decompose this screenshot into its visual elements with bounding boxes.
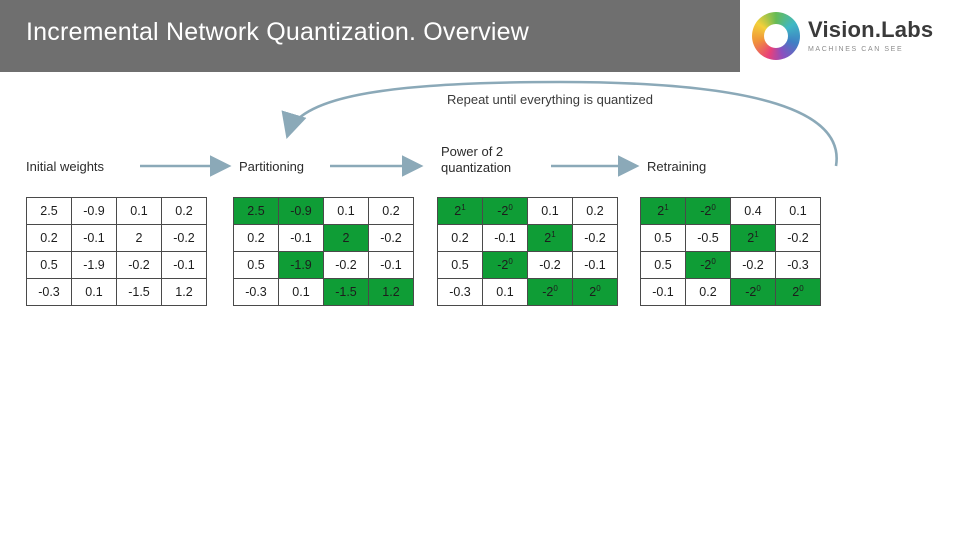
matrix-cell: 0.4: [730, 197, 776, 225]
matrix-cell: -0.1: [161, 251, 207, 279]
brand-logo: Vision.Labs MACHINES CAN SEE: [740, 0, 960, 72]
matrix-cell: 0.1: [116, 197, 162, 225]
loop-label: Repeat until everything is quantized: [447, 92, 653, 107]
matrix-cell: -1.5: [116, 278, 162, 306]
matrix-cell: -1.9: [71, 251, 117, 279]
matrix-cell: -0.1: [71, 224, 117, 252]
matrix-cell: -0.2: [572, 224, 618, 252]
matrix-cell: -0.1: [572, 251, 618, 279]
matrix-cell-highlighted: 1.2: [368, 278, 414, 306]
matrix-cell-highlighted: -1.9: [278, 251, 324, 279]
matrix-cell: 0.2: [233, 224, 279, 252]
matrix-cell-highlighted: 20: [572, 278, 618, 306]
matrix-cell: 0.2: [26, 224, 72, 252]
matrix-cell: -0.3: [775, 251, 821, 279]
matrix-cell-highlighted: 21: [527, 224, 573, 252]
matrix-cell: 0.5: [640, 251, 686, 279]
matrix-cell: 0.5: [640, 224, 686, 252]
matrix-cell: -0.3: [437, 278, 483, 306]
table-row: 0.5-1.9-0.2-0.1: [26, 251, 207, 279]
table-row: 0.5-20-0.2-0.1: [437, 251, 618, 279]
matrix-cell-highlighted: -1.5: [323, 278, 369, 306]
matrix-cell: -0.1: [278, 224, 324, 252]
matrix-cell: -0.2: [527, 251, 573, 279]
matrix-cell: 0.1: [482, 278, 528, 306]
matrix-cell-highlighted: 20: [775, 278, 821, 306]
matrix-cell: -0.1: [482, 224, 528, 252]
matrix-cell-highlighted: 2.5: [233, 197, 279, 225]
matrix-cell: -0.3: [26, 278, 72, 306]
step-label-retraining: Retraining: [647, 159, 707, 174]
matrix-cell: 0.2: [572, 197, 618, 225]
matrix-cell-highlighted: 21: [730, 224, 776, 252]
page-title: Incremental Network Quantization. Overvi…: [26, 18, 530, 46]
matrix-cell: 0.2: [368, 197, 414, 225]
matrix-cell: 0.2: [685, 278, 731, 306]
flow-arrows: [140, 80, 838, 177]
matrix-cell: -0.2: [323, 251, 369, 279]
matrix-cell-highlighted: -20: [482, 251, 528, 279]
matrix-cell: -0.2: [368, 224, 414, 252]
table-row: 0.5-1.9-0.2-0.1: [233, 251, 414, 279]
matrix-cell-highlighted: -20: [685, 197, 731, 225]
matrix-cell: 2.5: [26, 197, 72, 225]
matrix-cell-highlighted: -20: [527, 278, 573, 306]
step-label-partitioning: Partitioning: [239, 159, 305, 174]
step-label-initial-weights: Initial weights: [26, 159, 105, 174]
page-header: Incremental Network Quantization. Overvi…: [0, 0, 960, 72]
matrix-cell-highlighted: -0.9: [278, 197, 324, 225]
matrix-cell-highlighted: 21: [640, 197, 686, 225]
matrix-cell: 1.2: [161, 278, 207, 306]
matrix-cell: 0.5: [233, 251, 279, 279]
matrix-cell: -0.2: [730, 251, 776, 279]
table-row: 0.5-20-0.2-0.3: [640, 251, 821, 279]
matrix-cell: 0.1: [71, 278, 117, 306]
matrix-cell: 0.1: [323, 197, 369, 225]
matrix-cell: -0.3: [233, 278, 279, 306]
matrix-cell: 0.5: [437, 251, 483, 279]
matrix-cell-highlighted: 21: [437, 197, 483, 225]
matrix-cell: -0.9: [71, 197, 117, 225]
matrix-cell-highlighted: -20: [730, 278, 776, 306]
matrix-cell-highlighted: -20: [482, 197, 528, 225]
matrix-cell: 0.2: [437, 224, 483, 252]
step-label-power-of-2: Power of 2 quantization: [441, 144, 512, 176]
matrix-cell: -0.1: [368, 251, 414, 279]
matrix-cell: 0.1: [278, 278, 324, 306]
matrix-cell: -0.5: [685, 224, 731, 252]
matrix-cell-highlighted: -20: [685, 251, 731, 279]
matrix-cell-highlighted: 2: [323, 224, 369, 252]
matrix-cell: 2: [116, 224, 162, 252]
logo-name: Vision.Labs: [808, 17, 934, 42]
matrix-cell: 0.5: [26, 251, 72, 279]
diagram-stage: Repeat until everything is quantized Ini…: [0, 72, 960, 540]
logo-tagline: MACHINES CAN SEE: [808, 46, 904, 53]
matrix-cell: 0.1: [527, 197, 573, 225]
matrix-cell: -0.2: [775, 224, 821, 252]
matrix-cell: -0.1: [640, 278, 686, 306]
matrix-cell: 0.2: [161, 197, 207, 225]
logo-text: Vision.Labs MACHINES CAN SEE: [808, 17, 934, 54]
matrix-cell: -0.2: [116, 251, 162, 279]
matrix-cell: 0.1: [775, 197, 821, 225]
matrix-cell: -0.2: [161, 224, 207, 252]
color-wheel-icon: [752, 12, 800, 60]
